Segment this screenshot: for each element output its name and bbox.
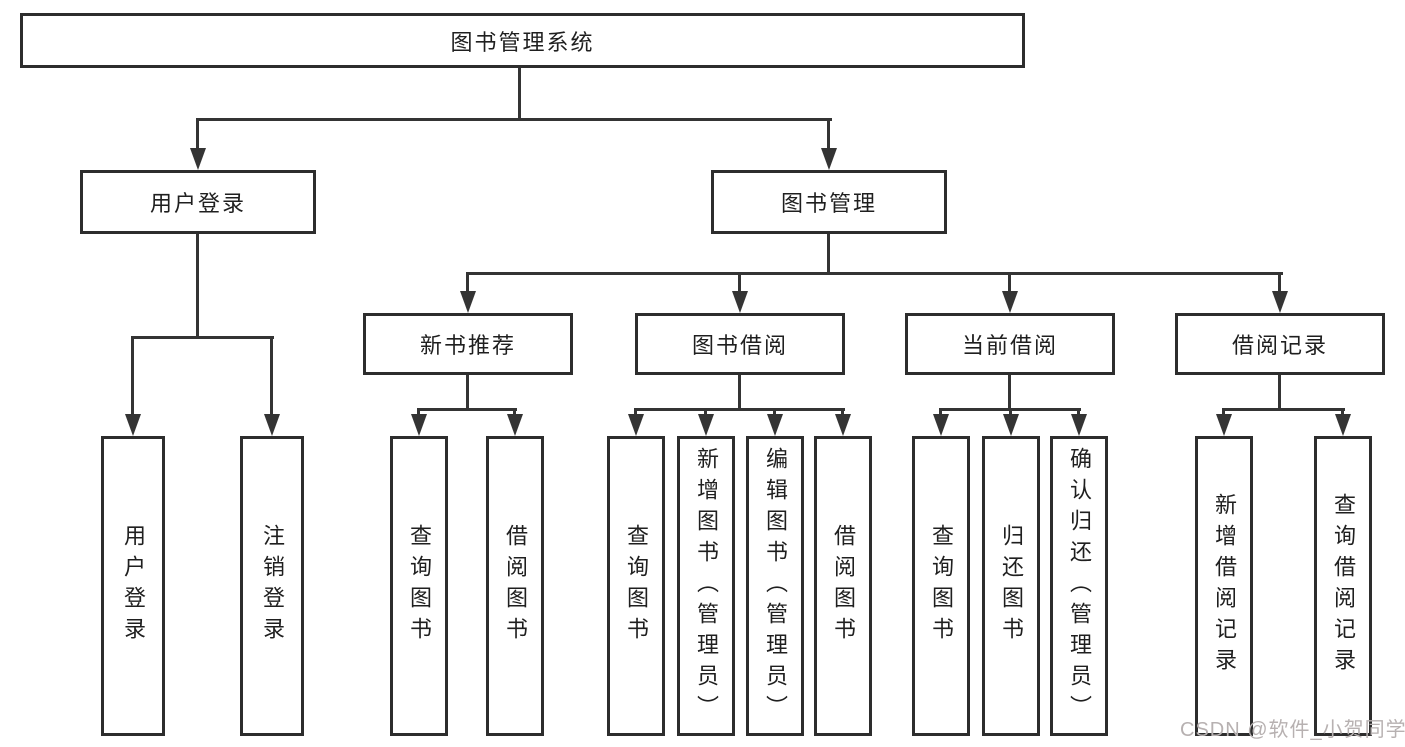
connector-nbr-child2 [513,408,516,418]
connector-cb-child2 [1009,408,1012,418]
node-user-login: 用户登录 [80,170,316,234]
leaf-user-login-label: 用户登录 [121,524,146,648]
leaf-user-login: 用户登录 [101,436,165,736]
connector-book-management-stem [827,234,830,272]
leaf-cb-query-book: 查询图书 [912,436,970,736]
connector-cb-child1 [939,408,942,418]
connector-to-user-login [196,118,199,150]
connector-to-book-borrow [738,272,741,293]
connector-cb-stem [1008,375,1011,408]
arrow-down-icon [411,414,427,436]
arrow-down-icon [1272,291,1288,313]
arrow-down-icon [1003,414,1019,436]
connector-root-hline [196,118,832,121]
arrow-down-icon [264,414,280,436]
node-book-borrow: 图书借阅 [635,313,845,375]
arrow-down-icon [821,148,837,170]
leaf-bb-borrow-book: 借阅图书 [814,436,872,736]
node-current-borrow: 当前借阅 [905,313,1115,375]
arrow-down-icon [835,414,851,436]
connector-br-stem [1278,375,1281,408]
leaf-bb-add-book-admin: 新增图书（管理员） [677,436,735,736]
node-root: 图书管理系统 [20,13,1025,68]
connector-to-leaf-login [131,336,134,416]
leaf-br-add-record: 新增借阅记录 [1195,436,1253,736]
connector-nbr-hline [417,408,517,411]
leaf-cb-return-book-label: 归还图书 [999,524,1024,648]
node-user-login-label: 用户登录 [149,191,246,216]
arrow-down-icon [1335,414,1351,436]
arrow-down-icon [190,148,206,170]
connector-to-book-management [827,118,830,150]
leaf-nbr-query-book: 查询图书 [390,436,448,736]
connector-cb-child3 [1077,408,1080,418]
arrow-down-icon [1002,291,1018,313]
connector-bb-child3 [773,408,776,418]
leaf-logout: 注销登录 [240,436,304,736]
node-root-label: 图书管理系统 [450,29,595,55]
connector-to-current-borrow [1008,272,1011,293]
connector-bb-hline [634,408,845,411]
leaf-bb-query-book: 查询图书 [607,436,665,736]
arrow-down-icon [1071,414,1087,436]
leaf-cb-confirm-return-admin-label: 确认归还（管理员） [1067,446,1092,726]
connector-bb-child2 [704,408,707,418]
csdn-watermark: CSDN @软件_小贺同学 [1180,719,1405,741]
connector-nbr-stem [466,375,469,408]
arrow-down-icon [933,414,949,436]
leaf-bb-query-book-label: 查询图书 [624,524,649,648]
connector-br-child2 [1341,408,1344,418]
leaf-cb-query-book-label: 查询图书 [929,524,954,648]
connector-bb-stem [738,375,741,408]
node-borrow-record: 借阅记录 [1175,313,1385,375]
connector-br-child1 [1222,408,1225,418]
arrow-down-icon [628,414,644,436]
connector-br-hline [1222,408,1345,411]
connector-bb-child4 [841,408,844,418]
node-book-borrow-label: 图书借阅 [691,333,788,358]
arrow-down-icon [1216,414,1232,436]
connector-user-login-hline [131,336,274,339]
arrow-down-icon [460,291,476,313]
leaf-nbr-query-book-label: 查询图书 [407,524,432,648]
arrow-down-icon [698,414,714,436]
connector-to-leaf-logout [270,336,273,416]
arrow-down-icon [732,291,748,313]
leaf-br-add-record-label: 新增借阅记录 [1212,493,1237,679]
leaf-cb-return-book: 归还图书 [982,436,1040,736]
leaf-bb-edit-book-admin-label: 编辑图书（管理员） [763,446,788,726]
node-borrow-record-label: 借阅记录 [1231,333,1328,358]
connector-to-new-book-recommend [466,272,469,293]
connector-book-management-hline [466,272,1283,275]
arrow-down-icon [767,414,783,436]
connector-root-stem [518,68,521,118]
connector-bb-child1 [634,408,637,418]
leaf-bb-borrow-book-label: 借阅图书 [831,524,856,648]
leaf-logout-label: 注销登录 [260,524,285,648]
connector-user-login-stem [196,234,199,336]
node-book-management-label: 图书管理 [780,191,877,216]
leaf-br-query-record: 查询借阅记录 [1314,436,1372,736]
leaf-nbr-borrow-book: 借阅图书 [486,436,544,736]
node-new-book-recommend-label: 新书推荐 [419,333,516,358]
node-current-borrow-label: 当前借阅 [961,333,1058,358]
node-new-book-recommend: 新书推荐 [363,313,573,375]
leaf-nbr-borrow-book-label: 借阅图书 [503,524,528,648]
node-book-management: 图书管理 [711,170,947,234]
arrow-down-icon [125,414,141,436]
connector-nbr-child1 [417,408,420,418]
arrow-down-icon [507,414,523,436]
connector-to-borrow-record [1278,272,1281,293]
leaf-cb-confirm-return-admin: 确认归还（管理员） [1050,436,1108,736]
leaf-bb-add-book-admin-label: 新增图书（管理员） [694,446,719,726]
leaf-bb-edit-book-admin: 编辑图书（管理员） [746,436,804,736]
leaf-br-query-record-label: 查询借阅记录 [1331,493,1356,679]
